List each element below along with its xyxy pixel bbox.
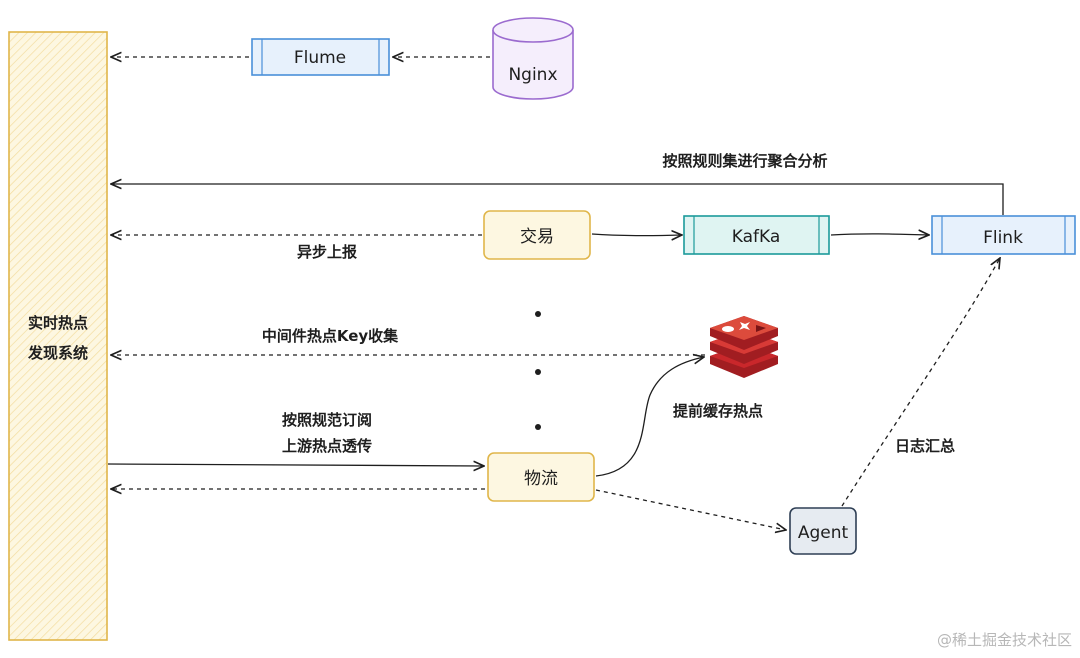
system-box bbox=[8, 31, 108, 641]
label-log-summary: 日志汇总 bbox=[895, 437, 955, 455]
edge-logistics-to-redis bbox=[595, 357, 704, 477]
flink-node: Flink bbox=[931, 215, 1076, 255]
flume-label: Flume bbox=[294, 48, 346, 68]
ellipsis-dot-3 bbox=[535, 424, 541, 430]
nginx-node: Nginx bbox=[492, 17, 574, 100]
ellipsis-dot-1 bbox=[535, 311, 541, 317]
edge-logistics-to-agent bbox=[595, 489, 786, 530]
kafka-box bbox=[683, 215, 830, 255]
flume-box bbox=[251, 38, 390, 76]
label-middleware-key: 中间件热点Key收集 bbox=[262, 327, 399, 345]
nginx-label: Nginx bbox=[508, 65, 557, 85]
edge-trade-to-kafka bbox=[591, 234, 682, 236]
flink-label: Flink bbox=[983, 228, 1023, 248]
trade-box bbox=[483, 210, 591, 260]
redis-icon bbox=[710, 316, 778, 378]
system-label-line2: 发现系统 bbox=[27, 344, 88, 362]
nginx-cylinder-body bbox=[492, 30, 574, 100]
realtime-hotspot-system-node: 实时热点 发现系统 bbox=[8, 31, 108, 641]
ellipsis-dot-2 bbox=[535, 369, 541, 375]
watermark: @稀土掘金技术社区 bbox=[937, 631, 1072, 649]
logistics-box bbox=[487, 452, 595, 502]
logistics-label: 物流 bbox=[524, 469, 558, 489]
edge-system-to-logistics bbox=[107, 464, 484, 466]
logistics-node: 物流 bbox=[487, 452, 595, 502]
label-subscribe-line1: 按照规范订阅 bbox=[282, 411, 372, 429]
label-precache: 提前缓存热点 bbox=[673, 402, 763, 420]
nginx-cylinder-top bbox=[492, 17, 574, 43]
label-aggregate: 按照规则集进行聚合分析 bbox=[662, 152, 827, 170]
flink-box bbox=[931, 215, 1076, 255]
trade-node: 交易 bbox=[483, 210, 591, 260]
agent-node: Agent bbox=[789, 507, 857, 555]
edge-agent-to-flink bbox=[841, 258, 1000, 507]
system-label-line1: 实时热点 bbox=[28, 314, 88, 332]
flume-node: Flume bbox=[251, 38, 390, 76]
agent-label: Agent bbox=[798, 523, 849, 543]
edge-kafka-to-flink bbox=[830, 234, 929, 235]
label-subscribe-line2: 上游热点透传 bbox=[282, 437, 372, 455]
trade-label: 交易 bbox=[520, 227, 554, 247]
kafka-node: KafKa bbox=[683, 215, 830, 255]
kafka-label: KafKa bbox=[732, 227, 781, 247]
agent-box bbox=[789, 507, 857, 555]
label-async-report: 异步上报 bbox=[297, 243, 357, 261]
edge-flink-to-system bbox=[111, 184, 1004, 215]
